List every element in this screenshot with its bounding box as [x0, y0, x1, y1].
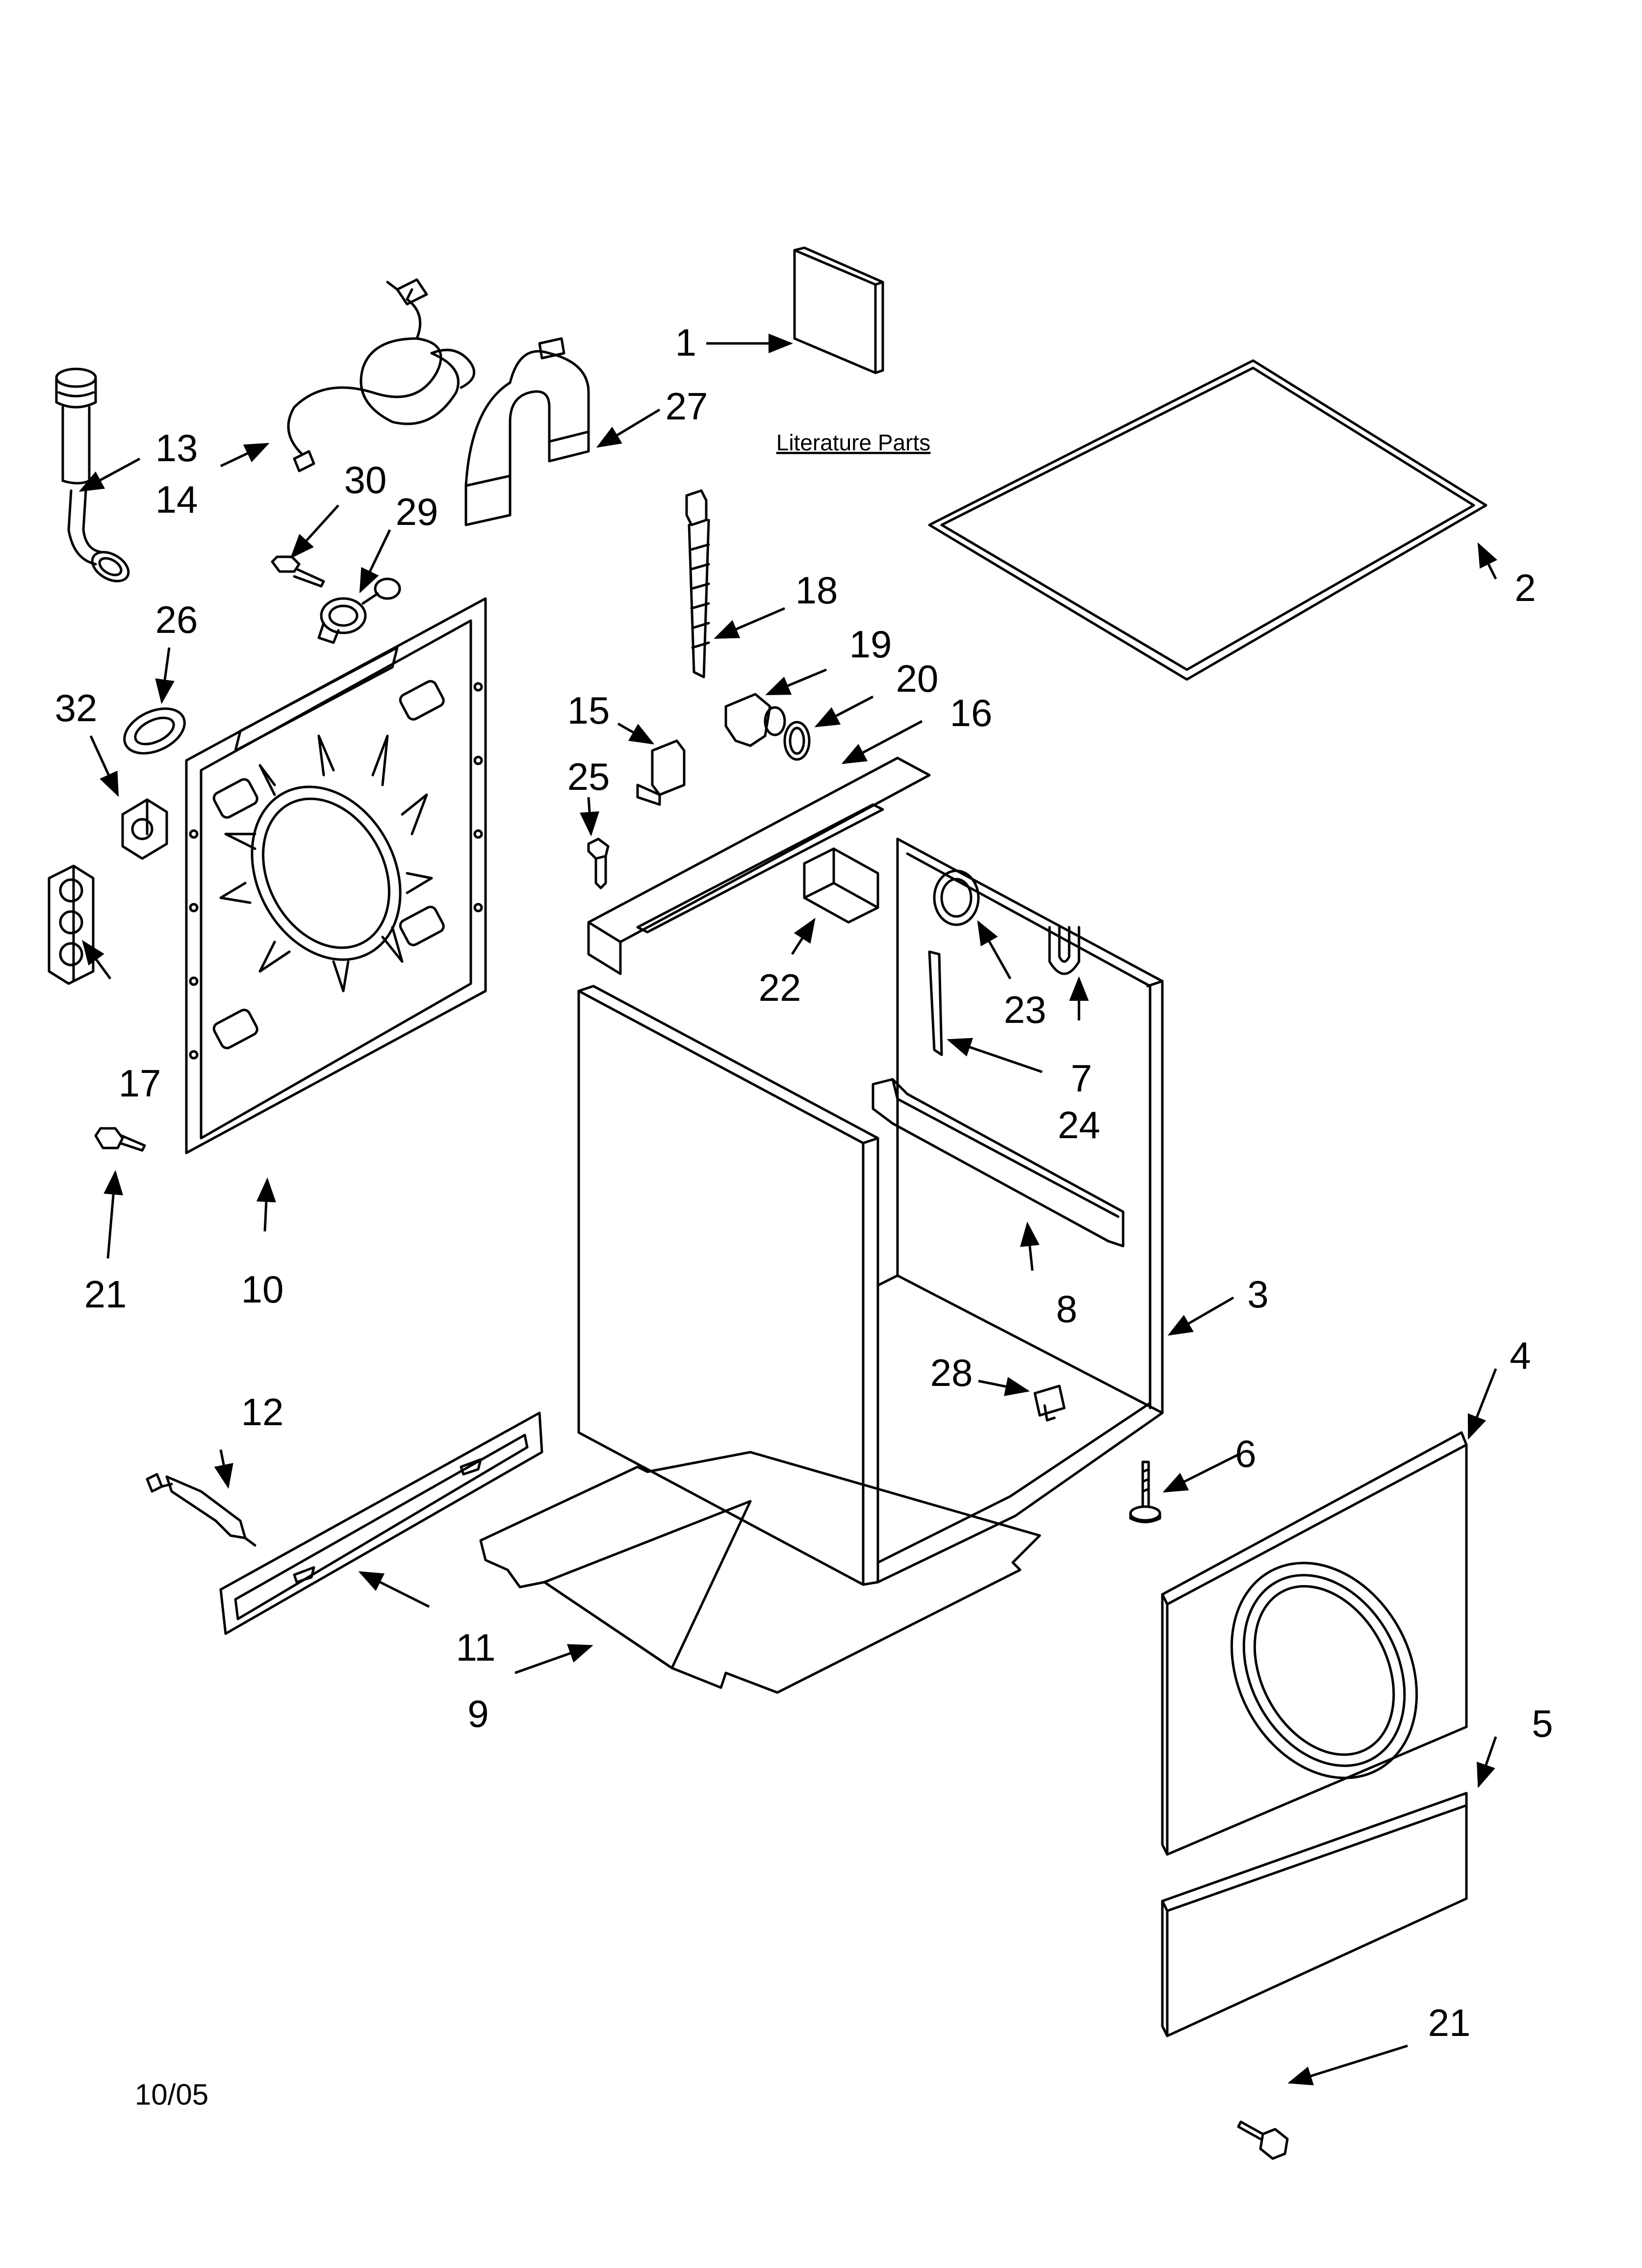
hose-retainer: [121, 798, 168, 860]
callout-12: 12: [241, 1390, 284, 1434]
cabinet: [577, 837, 1164, 1586]
pressure-switch: [933, 869, 980, 926]
callout-26: 26: [155, 598, 198, 641]
front-panel: [1161, 1431, 1468, 1856]
clamp-screw: [271, 555, 325, 588]
date-code: 10/05: [135, 2078, 208, 2111]
pressure-tube: [928, 950, 943, 1056]
callout-13: 13: [155, 426, 198, 469]
callout-24: 24: [1058, 1103, 1101, 1147]
callout-18: 18: [795, 569, 838, 612]
leader-arrows: [78, 334, 1498, 2086]
callout-29: 29: [396, 490, 438, 533]
screw-top: [587, 837, 610, 889]
callout-3: 3: [1247, 1273, 1268, 1316]
callout-10: 10: [241, 1268, 284, 1311]
callout-17: 17: [119, 1062, 161, 1105]
power-cord: [287, 278, 476, 472]
top-seal-gasket: [928, 359, 1488, 681]
callout-8: 8: [1056, 1287, 1077, 1330]
callout-7: 7: [1071, 1057, 1092, 1100]
lower-access-panel: [1161, 1792, 1468, 2037]
literature-parts-label: Literature Parts: [776, 430, 930, 455]
leveling-bumper: [146, 1473, 257, 1547]
callout-15: 15: [567, 689, 610, 732]
callout-11: 11: [456, 1626, 496, 1669]
top-bracket: [587, 756, 931, 975]
grommet: [123, 707, 186, 755]
drain-hose: [685, 489, 710, 678]
callout-28: 28: [930, 1351, 973, 1394]
callout-21-left: 21: [84, 1273, 127, 1316]
hose-clamp-small: [783, 721, 811, 761]
callout-16: 16: [950, 691, 993, 734]
callout-32: 32: [55, 686, 98, 730]
base-rail: [219, 1411, 543, 1635]
callout-25: 25: [567, 755, 610, 798]
cross-brace: [872, 1078, 1125, 1248]
callout-1: 1: [675, 321, 696, 364]
inlet-hose: [55, 367, 130, 582]
callout-5: 5: [1532, 1702, 1553, 1745]
hose-holder-clip: [48, 864, 95, 985]
callout-22: 22: [759, 966, 801, 1009]
literature-parts-booklet: [793, 246, 884, 374]
hook-clip: [1048, 926, 1080, 975]
callout-19: 19: [849, 623, 892, 666]
callout-21-front: 21: [1428, 2001, 1471, 2044]
callout-30: 30: [344, 458, 387, 501]
drain-elbow: [724, 693, 786, 747]
hose-guide-bracket: [464, 337, 590, 526]
callout-2: 2: [1514, 566, 1536, 609]
callout-14: 14: [155, 478, 198, 521]
callout-20: 20: [896, 657, 939, 700]
screw-front: [1237, 2120, 1289, 2160]
screw-left: [94, 1127, 146, 1152]
rear-panel: [185, 597, 487, 1154]
callout-6: 6: [1235, 1432, 1256, 1475]
callout-4: 4: [1510, 1334, 1531, 1377]
base-pad: [479, 1451, 1041, 1694]
leveling-leg: [1129, 1460, 1161, 1523]
hose-clamp: [317, 577, 401, 644]
callout-23: 23: [1004, 988, 1047, 1031]
callout-9: 9: [467, 1692, 488, 1735]
retainer-clip: [1033, 1384, 1066, 1422]
callout-27: 27: [666, 385, 708, 428]
water-valve: [803, 847, 879, 924]
clip-bracket: [636, 739, 686, 806]
